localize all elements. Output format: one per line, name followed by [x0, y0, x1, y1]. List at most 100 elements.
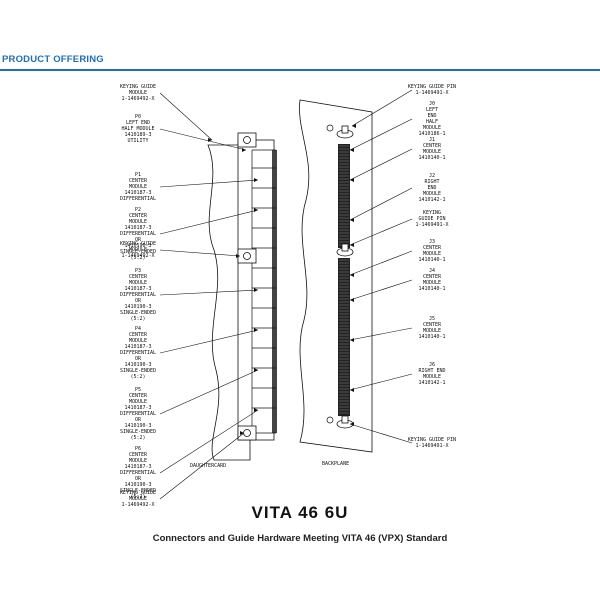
leader-arrowhead [350, 422, 354, 426]
callout-line: UTILITY [127, 138, 148, 144]
callout-line: (5:2) [130, 255, 145, 261]
callout-line: MODULE [129, 90, 147, 96]
callout-line: 1410189-3 [124, 132, 151, 138]
callout-line: RIGHT [424, 179, 439, 185]
callout-line: CENTER [129, 332, 148, 338]
leader-line [349, 373, 413, 391]
callout-line: J6 [429, 362, 435, 368]
callout-line: 1410187-3 [124, 225, 151, 231]
callout-line: DIFFERENTIAL [120, 231, 156, 237]
callout-line: (5:2) [130, 435, 145, 441]
leader-line [159, 209, 259, 235]
callout-line: 1410187-3 [124, 405, 151, 411]
backplane-label: BACKPLANE [322, 461, 349, 467]
backplane-board [299, 99, 373, 453]
callout-line: 1410187-3 [124, 464, 151, 470]
callout-line: CENTER [129, 393, 148, 399]
keying-guide-pin [341, 125, 349, 134]
callout-line: END [427, 185, 436, 191]
leader-line [159, 249, 241, 257]
daughtercard-callout: P2CENTERMODULE1410187-3DIFFERENTIALOR141… [120, 207, 156, 261]
callout-line: 1410186-1 [418, 131, 445, 137]
daughtercard-callout: P5CENTERMODULE1410187-3DIFFERENTIALOR141… [120, 387, 156, 441]
callout-line: DIFFERENTIAL [120, 196, 156, 202]
callout-line: MODULE [129, 247, 147, 253]
callout-line: HALF MODULE [121, 126, 154, 132]
callout-line: MODULE [423, 280, 441, 286]
callout-line: CENTER [423, 274, 442, 280]
callout-line: P2 [135, 207, 141, 213]
figure-caption: Connectors and Guide Hardware Meeting VI… [152, 533, 448, 544]
callout-line: 1-1469491-X [415, 443, 448, 449]
leader-arrowhead [350, 218, 354, 222]
leader-line [159, 179, 259, 188]
callout-line: (5:2) [130, 494, 145, 500]
daughtercard-callout: P6CENTERMODULE1410187-3DIFFERENTIALOR141… [120, 446, 156, 500]
leader-line [349, 279, 413, 301]
callout-line: P1 [135, 172, 141, 178]
callout-line: J0 [429, 101, 435, 107]
callout-line: J5 [429, 316, 435, 322]
daughtercard-callout: P3CENTERMODULE1410187-3DIFFERENTIALOR141… [120, 268, 156, 322]
callout-line: J2 [429, 173, 435, 179]
leader-line [349, 218, 413, 246]
daughtercard-drawing [207, 132, 277, 461]
callout-line: P5 [135, 387, 141, 393]
callout-line: SINGLE-ENDED [120, 488, 156, 494]
leader-line [349, 118, 413, 151]
callout-line: MODULE [423, 125, 441, 131]
callout-line: 1410140-1 [418, 155, 445, 161]
callout-line: 1-1469492-X [121, 96, 154, 102]
leader-line [159, 289, 259, 296]
leader-lines [159, 89, 413, 500]
callout-line: OR [135, 356, 142, 362]
callout-line: MODULE [129, 184, 147, 190]
callout-line: CENTER [423, 245, 442, 251]
callout-line: 1410140-1 [418, 286, 445, 292]
callout-line: MODULE [129, 458, 147, 464]
callout-line: CENTER [423, 322, 442, 328]
callout-line: 1410187-3 [124, 344, 151, 350]
leader-arrowhead [254, 178, 258, 182]
callout-line: 1410140-1 [418, 334, 445, 340]
callout-line: KEYING GUIDE [120, 490, 156, 496]
leader-arrowhead [254, 408, 258, 412]
keying-guide-hole [243, 429, 251, 437]
leader-arrowhead [350, 148, 354, 152]
callout-line: OR [135, 476, 142, 482]
leader-arrowhead [254, 328, 258, 332]
leader-line [159, 409, 259, 474]
callout-line: 1410142-1 [418, 197, 445, 203]
callout-line: DIFFERENTIAL [120, 350, 156, 356]
leader-arrowhead [350, 388, 354, 392]
callout-line: MODULE [423, 374, 441, 380]
section-divider [0, 69, 600, 71]
callout-line: J3 [429, 239, 435, 245]
leader-arrowhead [350, 273, 354, 277]
leader-arrowhead [240, 431, 244, 435]
leader-arrowhead [350, 178, 354, 182]
backplane-drawing [299, 99, 373, 453]
daughtercard-label: DAUGHTERCARD [190, 463, 226, 469]
callout-line: P6 [135, 446, 141, 452]
callout-line: LEFT END [126, 120, 150, 126]
leader-line [349, 187, 413, 221]
callout-line: OR [135, 237, 142, 243]
callout-line: KEYING GUIDE PIN [408, 437, 456, 443]
callout-line: RIGHT END [418, 368, 445, 374]
backplane-connector-lower [338, 258, 350, 416]
leader-line [349, 423, 413, 444]
callout-line: MODULE [129, 496, 147, 502]
leader-line [349, 250, 413, 276]
